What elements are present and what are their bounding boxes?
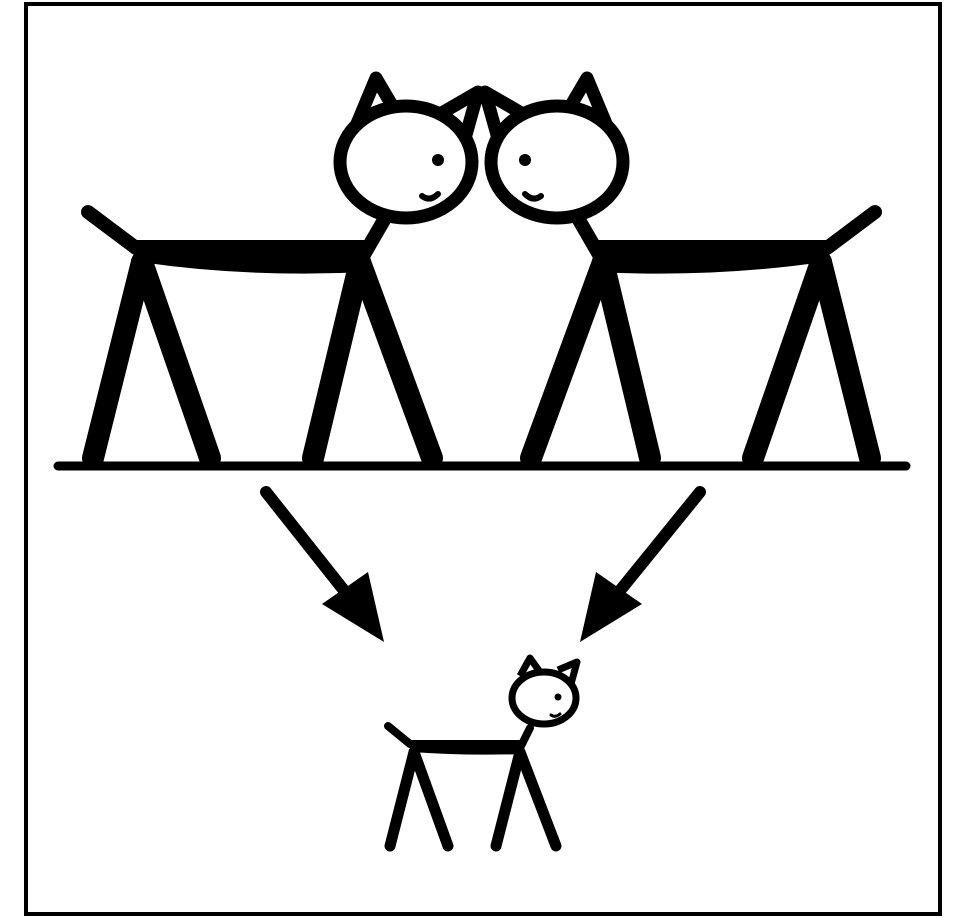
diagram-frame	[26, 4, 940, 914]
cat-eye	[555, 694, 562, 701]
cat-eye	[519, 154, 531, 166]
cat-head	[512, 672, 576, 724]
cat-head	[491, 106, 623, 218]
cat-eye	[432, 154, 444, 166]
cat-body	[406, 740, 524, 755]
cat-head	[340, 106, 472, 218]
